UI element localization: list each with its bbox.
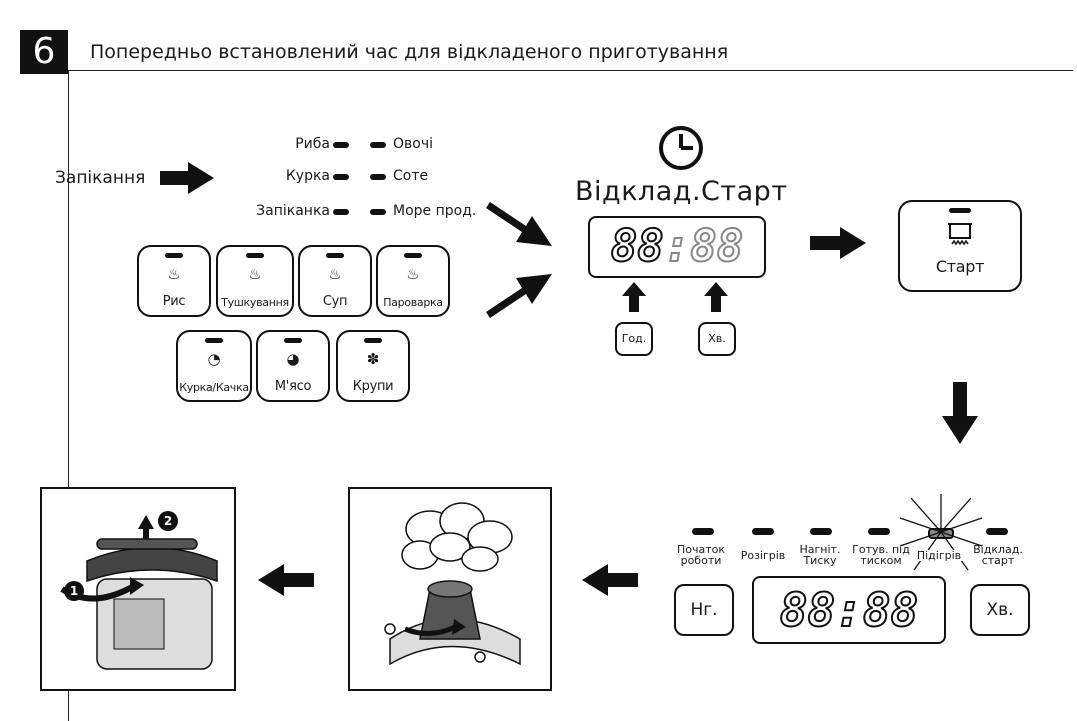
menu-item-seafood[interactable]: Море прод. — [393, 203, 477, 219]
program-button-grain[interactable]: ✽ Крупи — [336, 330, 410, 402]
left-arrow-icon — [582, 564, 638, 596]
start-button[interactable]: Старт — [898, 200, 1022, 292]
stage-label: Розігрів — [740, 549, 786, 562]
lid-removal-illustration: 1 2 — [40, 487, 236, 691]
button-led — [364, 338, 382, 343]
button-led — [205, 338, 223, 343]
program-button-poultry[interactable]: ◔ Курка/Качка — [176, 330, 252, 402]
menu-item-saute[interactable]: Соте — [393, 168, 429, 184]
button-label: М'ясо — [274, 379, 312, 394]
grain-icon: ✽ — [366, 350, 380, 368]
callout-2: 2 — [158, 511, 178, 531]
program-button-meat[interactable]: ◕ М'ясо — [256, 330, 330, 402]
status-time-display: 88:88 — [752, 576, 946, 644]
down-arrow-icon — [942, 382, 978, 444]
meat-icon: ◕ — [286, 350, 300, 368]
button-led — [949, 208, 971, 213]
button-label: Старт — [935, 257, 985, 276]
stage-label: Нагніт. Тиску — [799, 543, 841, 567]
step-title: Попередньо встановлений час для відкладе… — [90, 41, 729, 63]
hour-key[interactable]: Год. — [615, 322, 653, 356]
callout-1: 1 — [64, 581, 84, 601]
button-led — [246, 253, 264, 258]
bake-submenu: Риба Овочі Курка Соте Запіканка Море про… — [230, 130, 500, 230]
step-number-badge: 6 — [20, 30, 68, 74]
minute-key[interactable]: Хв. — [970, 584, 1030, 636]
hour-key[interactable]: Нг. — [674, 584, 734, 636]
up-arrow-icon — [622, 282, 646, 312]
delay-start-title: Відклад.Старт — [575, 176, 788, 207]
menu-led — [370, 174, 386, 180]
button-led — [165, 253, 183, 258]
stage-led — [752, 528, 774, 535]
button-label: Курка/Качка — [179, 381, 249, 394]
up-arrows — [622, 282, 728, 312]
bake-label: Запікання — [55, 168, 146, 188]
pressure-cooker-icon — [60, 515, 218, 670]
program-button-soup[interactable]: ♨ Суп — [298, 245, 372, 317]
menu-led — [333, 174, 349, 180]
status-panel: Початок роботи Розігрів Нагніт. Тиску Го… — [670, 488, 1040, 628]
program-button-rice[interactable]: ♨ Рис — [137, 245, 211, 317]
menu-item-casserole[interactable]: Запіканка — [256, 203, 330, 219]
arrow-up-right-icon — [486, 274, 552, 318]
button-label: Крупи — [352, 379, 394, 394]
rice-bowl-icon: ♨ — [167, 265, 181, 283]
display-digits: 88:88 — [610, 221, 744, 272]
stew-pot-icon: ♨ — [248, 265, 262, 283]
button-led — [404, 253, 422, 258]
stage-label-active: Підігрів — [914, 550, 964, 561]
steam-release-illustration — [348, 487, 552, 691]
stage-led — [986, 528, 1008, 535]
minute-key[interactable]: Хв. — [698, 322, 736, 356]
menu-led — [333, 209, 349, 215]
delay-time-display: 88:88 — [588, 216, 766, 278]
right-arrow-icon — [810, 227, 866, 259]
stage-label: Відклад. старт — [973, 543, 1023, 567]
poultry-icon: ◔ — [207, 350, 221, 368]
menu-led — [370, 142, 386, 148]
button-label: Пароварка — [383, 296, 443, 309]
soup-bowl-icon: ♨ — [328, 265, 342, 283]
right-arrow-icon — [160, 162, 214, 194]
button-led — [284, 338, 302, 343]
button-label: Суп — [322, 294, 348, 309]
display-digits: 88:88 — [779, 583, 919, 637]
clock-icon — [659, 126, 703, 170]
left-arrow-icon — [258, 564, 314, 596]
program-button-stew[interactable]: ♨ Тушкування — [216, 245, 294, 317]
menu-led — [333, 142, 349, 148]
menu-item-fish[interactable]: Риба — [295, 136, 330, 152]
content-frame — [68, 70, 1073, 721]
menu-led — [370, 209, 386, 215]
stage-label: Готув. під тиском — [852, 543, 910, 567]
menu-item-chicken[interactable]: Курка — [285, 168, 330, 184]
button-label: Тушкування — [221, 296, 289, 309]
cooking-pot-icon — [948, 223, 972, 246]
program-button-steamer[interactable]: ♨ Пароварка — [376, 245, 450, 317]
stage-led — [810, 528, 832, 535]
steamer-icon: ♨ — [406, 265, 420, 283]
stage-led — [868, 528, 890, 535]
menu-item-vegetables[interactable]: Овочі — [393, 136, 433, 152]
button-led — [326, 253, 344, 258]
stage-label: Початок роботи — [676, 543, 726, 567]
arrow-down-right-icon — [486, 202, 552, 246]
steam-valve-icon — [384, 502, 521, 666]
up-arrow-icon — [704, 282, 728, 312]
diagonal-arrows — [486, 202, 552, 318]
button-label: Рис — [162, 294, 186, 309]
stage-led — [692, 528, 714, 535]
